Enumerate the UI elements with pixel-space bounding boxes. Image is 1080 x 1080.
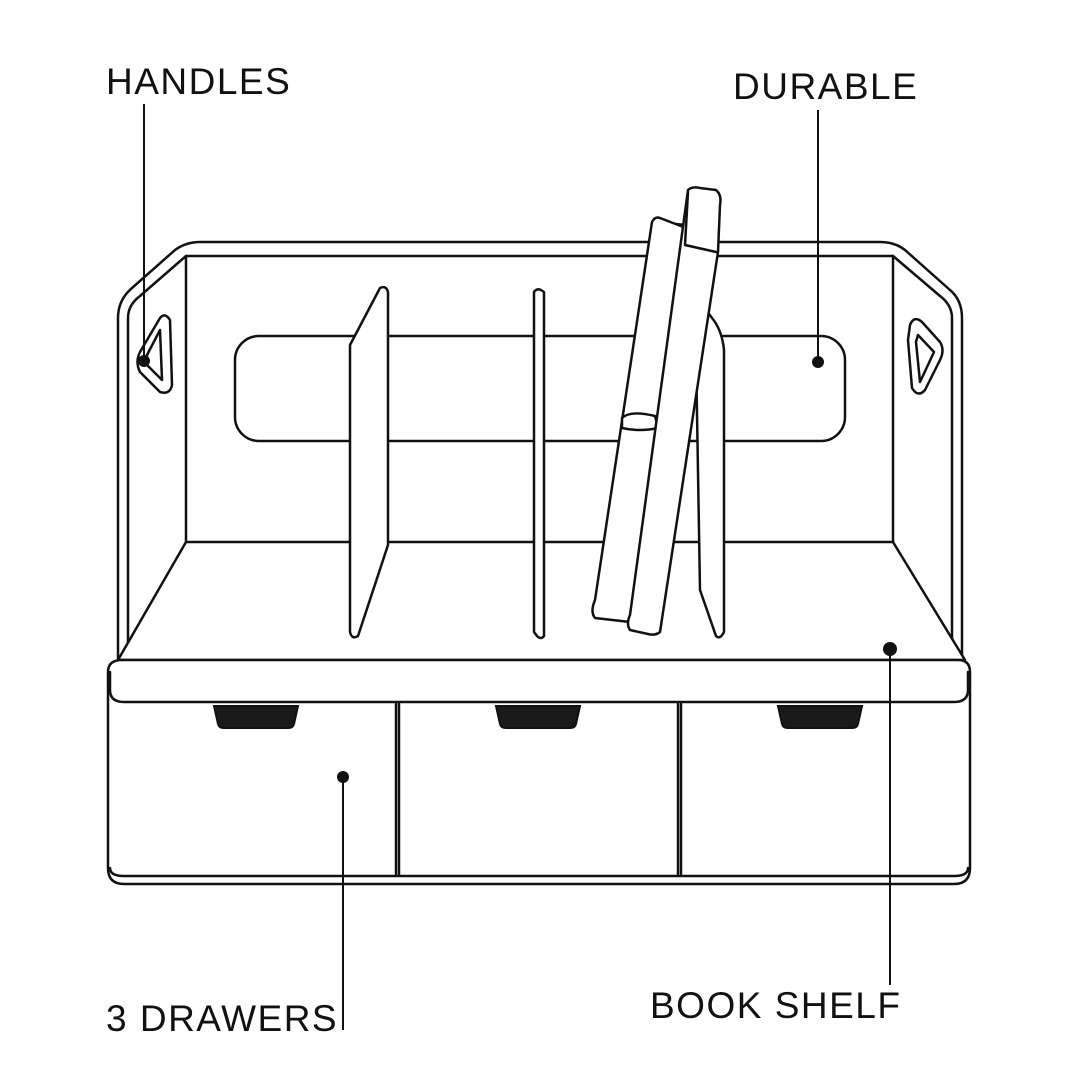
drawer-pull-right xyxy=(776,705,864,729)
right-side-panel xyxy=(891,254,954,662)
dot-handles xyxy=(138,355,150,367)
callout-bookshelf: BOOK SHELF xyxy=(650,985,902,1026)
book-two xyxy=(626,186,722,636)
callout-handles: HANDLES xyxy=(106,61,292,102)
drawer-pull-left xyxy=(212,705,300,729)
divider-left xyxy=(348,285,390,639)
drawer-cabinet xyxy=(106,658,972,886)
dot-drawers xyxy=(337,771,349,783)
cabinet-bottom-lip xyxy=(108,866,970,878)
drawer-pull-center xyxy=(494,705,582,729)
left-side-panel xyxy=(126,254,188,662)
right-handle xyxy=(906,317,944,395)
book-band xyxy=(620,412,660,432)
back-wall-inner xyxy=(184,254,895,544)
callout-drawers: 3 DRAWERS xyxy=(106,998,339,1039)
shelf-lip xyxy=(108,670,970,704)
book-spine-highlight xyxy=(683,190,718,254)
divider-center xyxy=(532,288,546,640)
callout-durable: DURABLE xyxy=(733,66,919,107)
dot-bookshelf xyxy=(883,642,897,656)
divider-right xyxy=(693,293,726,639)
dot-durable xyxy=(812,356,824,368)
